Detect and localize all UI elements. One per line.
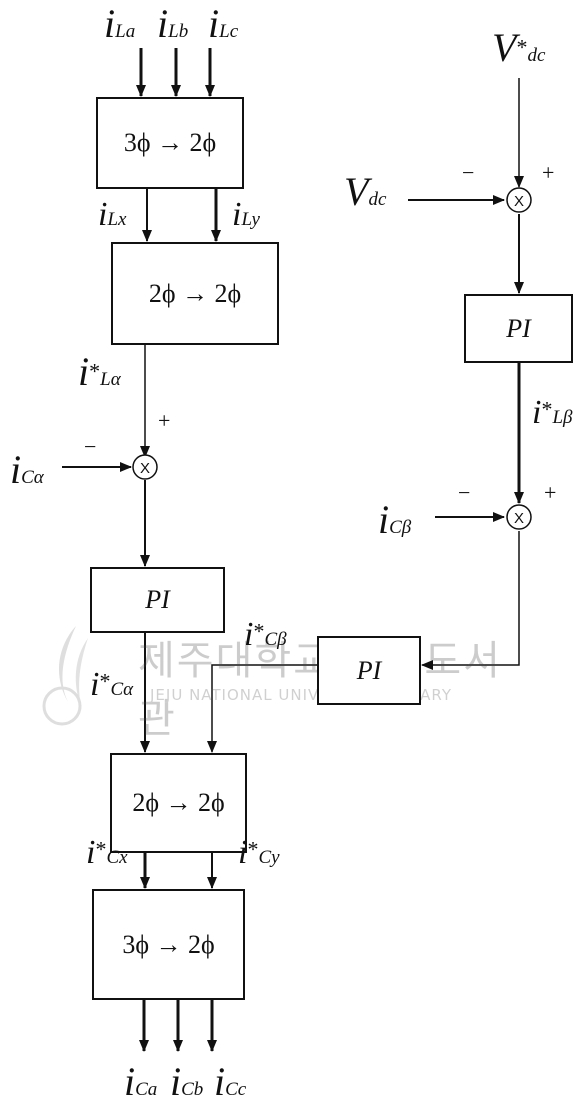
summing-junction-symbol: X [514, 510, 524, 527]
label-V-dc: Vdc [344, 169, 387, 214]
label-i-Cb-out: iCb [170, 1059, 204, 1104]
sign-plus-left: + [158, 408, 171, 433]
summing-junction-right-upper: X [506, 187, 532, 213]
label-i-Lx: iLx [98, 196, 127, 233]
transform-3to2-top-label: 3ϕ → 2ϕ [123, 128, 217, 157]
label-i-Cbeta: iCβ [378, 497, 412, 542]
label-i-Ly: iLy [232, 196, 260, 233]
summing-junction-symbol: X [514, 193, 524, 210]
transform-3to2-bottom-block: 3ϕ → 2ϕ [92, 889, 245, 1000]
pi-left-block: PI [90, 567, 225, 633]
summing-junction-symbol: X [140, 460, 150, 477]
pi-right-upper-label: PI [506, 313, 531, 343]
label-i-Cbeta-ref: i*Cβ [244, 616, 287, 653]
transform-3to2-bottom-label: 3ϕ → 2ϕ [122, 929, 215, 959]
transform-2to2-top-block: 2ϕ → 2ϕ [111, 242, 279, 345]
transform-2to2-top-label: 2ϕ → 2ϕ [148, 278, 242, 308]
pi-right-lower-label: PI [356, 655, 382, 685]
summing-junction-left: X [132, 454, 158, 480]
label-i-Cy-ref: i*Cy [238, 834, 280, 871]
sign-plus-right-lower: + [544, 480, 557, 505]
sign-minus-right-upper: − [462, 160, 475, 185]
label-i-Lbeta-ref: i*Lβ [532, 394, 573, 431]
label-i-Lb: iLb [157, 1, 189, 46]
pi-left-label: PI [145, 585, 170, 614]
label-i-Cc-out: iCc [214, 1059, 247, 1104]
label-i-Lc: iLc [208, 1, 239, 46]
summing-junction-right-lower: X [506, 504, 532, 530]
label-i-La-ref: i*Lα [78, 349, 121, 394]
transform-2to2-bottom-block: 2ϕ → 2ϕ [110, 753, 247, 853]
arrow-iCbeta-ref [207, 664, 318, 753]
label-i-Calpha: iCα [10, 447, 44, 492]
pi-right-lower-block: PI [317, 636, 421, 705]
label-i-Cx-ref: i*Cx [86, 834, 128, 871]
label-i-Ca-ref: i*Cα [90, 666, 134, 703]
sign-minus-left: − [84, 434, 97, 459]
transform-3to2-top-block: 3ϕ → 2ϕ [96, 97, 244, 189]
arrow-to-pi-right-lower [421, 531, 520, 670]
transform-2to2-bottom-label: 2ϕ → 2ϕ [132, 788, 225, 817]
label-i-Ca-out: iCa [124, 1059, 158, 1104]
pi-right-upper-block: PI [464, 294, 573, 363]
sign-minus-right-lower: − [458, 480, 471, 505]
sign-plus-right-upper: + [542, 160, 555, 185]
label-i-La: iLa [104, 1, 136, 46]
label-V-dc-ref: V*dc [492, 25, 546, 70]
